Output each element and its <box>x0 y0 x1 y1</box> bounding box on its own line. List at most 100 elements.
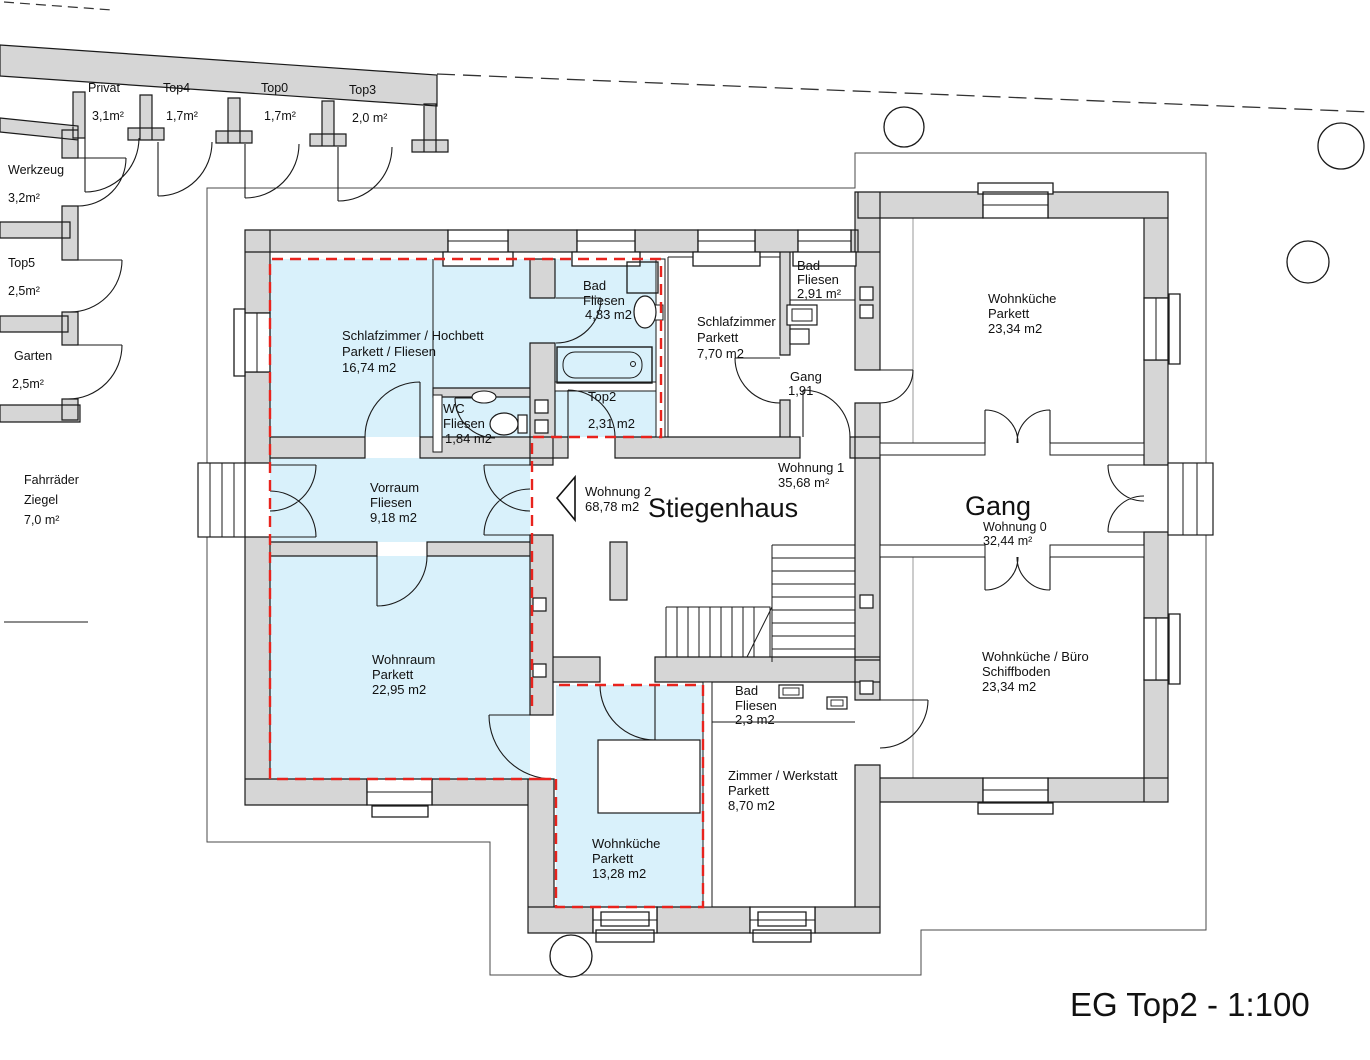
tree-circle-3 <box>1286 240 1330 284</box>
label-buero-2: Schiffboden <box>982 664 1050 679</box>
door-swings <box>67 137 1145 780</box>
label-bad-eg-area: 2,3 m2 <box>735 712 775 727</box>
toilet-bowl <box>489 412 519 436</box>
washer-1 <box>786 304 818 326</box>
plan-title: EG Top2 - 1:100 <box>1070 986 1310 1023</box>
label-vorraum-2: Fliesen <box>370 495 412 510</box>
label-buero-area: 23,34 m2 <box>982 679 1036 694</box>
label-wohnkueche-w0-2: Parkett <box>988 306 1030 321</box>
label-wohnkueche-top2-2: Parkett <box>592 851 634 866</box>
label-schlaf-w1-area: 7,70 m2 <box>697 346 744 361</box>
fixtures <box>471 261 874 814</box>
bad-eg-fixture-1-inner <box>782 687 800 696</box>
label-schlaf-hochbett-2: Parkett / Fliesen <box>342 344 436 359</box>
label-wc-1: WC <box>443 401 465 416</box>
entrance-arrow-icon <box>555 474 576 523</box>
highlight-upper-block <box>270 259 657 437</box>
label-top0: Top0 <box>261 81 288 95</box>
tree-circle-1 <box>883 106 925 148</box>
label-fahrraeder-area: 7,0 m² <box>24 513 59 527</box>
washer-1-inner <box>791 308 813 322</box>
property-diagonal-line-top <box>3 1 113 11</box>
apartment-top2-boundary <box>268 257 705 909</box>
wc-sink <box>471 390 497 404</box>
highlight-wohnraum <box>270 556 530 779</box>
label-garten-area: 2,5m² <box>12 377 44 391</box>
label-top3: Top3 <box>349 83 376 97</box>
label-bad-w1-area: 2,91 m² <box>797 286 842 301</box>
bathtub-inner <box>562 351 643 379</box>
label-top2-room: Top2 <box>588 389 616 404</box>
site-lines <box>3 1 1370 976</box>
label-garten: Garten <box>14 349 52 363</box>
label-top3-area: 2,0 m² <box>352 111 387 125</box>
bad-eg-fixture-2 <box>826 696 848 710</box>
label-zimmer-1: Zimmer / Werkstatt <box>728 768 838 783</box>
shower <box>626 261 659 294</box>
label-wohnung0-area: 32,44 m² <box>983 534 1032 548</box>
steps-east-treads <box>1182 463 1198 535</box>
label-wohnraum-2: Parkett <box>372 667 414 682</box>
label-vorraum-area: 9,18 m2 <box>370 510 417 525</box>
labels: Privat 3,1m² Top4 1,7m² Top0 1,7m² Top3 … <box>8 81 1310 1023</box>
label-top5-area: 2,5m² <box>8 284 40 298</box>
label-wohnkueche-w0-1: Wohnküche <box>988 291 1056 306</box>
site-circles <box>549 106 1365 978</box>
label-top4-area: 1,7m² <box>166 109 198 123</box>
label-buero-1: Wohnküche / Büro <box>982 649 1089 664</box>
highlight-vorraum <box>270 458 530 542</box>
label-fahrraeder-2: Ziegel <box>24 493 58 507</box>
label-gang-w1: Gang <box>790 369 822 384</box>
apartment-top2-highlight <box>270 259 703 907</box>
bathtub-drain <box>630 361 636 367</box>
property-diagonal-line <box>436 73 1370 113</box>
washbasin <box>633 295 657 329</box>
kitchen-counter <box>597 739 701 814</box>
label-gang-w1-area: 1,91 <box>788 383 813 398</box>
exterior-steps <box>197 462 1214 538</box>
eaves-outline <box>206 152 1207 976</box>
label-zimmer-area: 8,70 m2 <box>728 798 775 813</box>
label-bad-eg-1: Bad <box>735 683 758 698</box>
label-bad-w1-1: Bad <box>797 258 820 273</box>
label-top5: Top5 <box>8 256 35 270</box>
label-wohnung1: Wohnung 1 <box>778 460 844 475</box>
label-zimmer-2: Parkett <box>728 783 770 798</box>
label-vorraum-1: Vorraum <box>370 480 419 495</box>
boundary-lower <box>554 683 705 909</box>
label-schlaf-hochbett-1: Schlafzimmer / Hochbett <box>342 328 484 343</box>
label-privat: Privat <box>88 81 120 95</box>
washer-2 <box>789 328 810 345</box>
steps-west-treads <box>209 463 235 537</box>
label-top4: Top4 <box>163 81 190 95</box>
label-schlaf-hochbett-area: 16,74 m2 <box>342 360 396 375</box>
label-schlaf-w1-2: Parkett <box>697 330 739 345</box>
label-wohnkueche-w0-area: 23,34 m2 <box>988 321 1042 336</box>
boundary-upper <box>268 257 663 781</box>
label-gang-big: Gang <box>965 491 1031 521</box>
label-top2-room-area: 2,31 m2 <box>588 416 635 431</box>
label-bad-top2-1: Bad <box>583 278 606 293</box>
bathtub <box>556 346 653 384</box>
label-wohnraum-area: 22,95 m2 <box>372 682 426 697</box>
label-bad-w1-2: Fliesen <box>797 272 839 287</box>
label-bad-top2-area: 4,83 m2 <box>585 307 632 322</box>
label-wc-2: Fliesen <box>443 416 485 431</box>
label-wohnkueche-top2-1: Wohnküche <box>592 836 660 851</box>
toilet-tank <box>517 414 528 434</box>
label-bad-eg-2: Fliesen <box>735 698 777 713</box>
window-frames <box>233 182 1181 943</box>
tree-circle-4 <box>549 934 593 978</box>
label-wohnkueche-top2-area: 13,28 m2 <box>592 866 646 881</box>
label-privat-area: 3,1m² <box>92 109 124 123</box>
tree-circle-2 <box>1317 122 1365 170</box>
label-wc-area: 1,84 m2 <box>445 431 492 446</box>
label-wohnung2-area: 68,78 m2 <box>585 499 639 514</box>
label-fahrraeder-1: Fahrräder <box>24 473 79 487</box>
bad-eg-fixture-2-inner <box>830 699 844 707</box>
label-bad-top2-2: Fliesen <box>583 293 625 308</box>
label-werkzeug-area: 3,2m² <box>8 191 40 205</box>
label-schlaf-w1-1: Schlafzimmer <box>697 314 776 329</box>
windows <box>233 182 1181 943</box>
